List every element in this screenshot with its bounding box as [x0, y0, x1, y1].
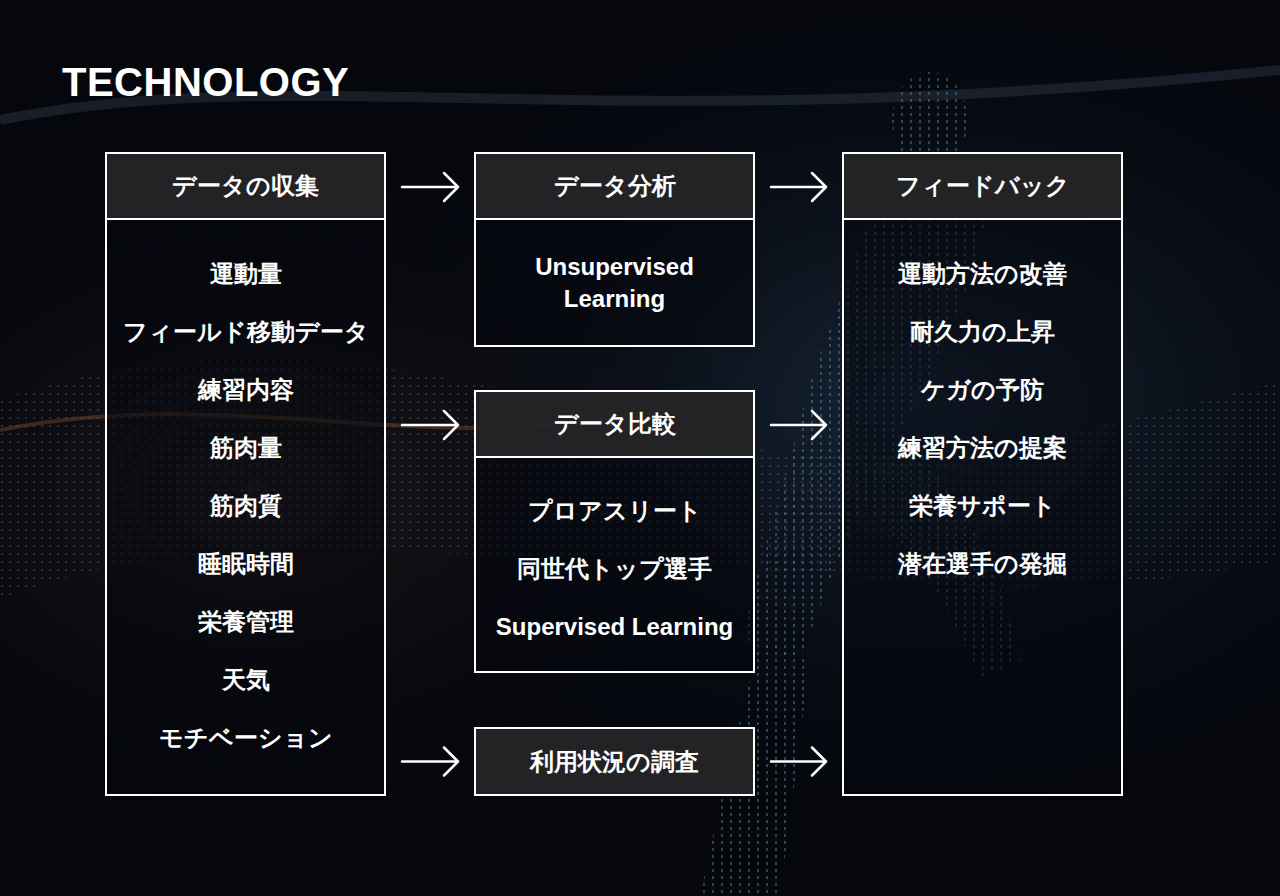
flow-arrow [402, 748, 458, 776]
box-body: 運動方法の改善耐久力の上昇ケガの予防練習方法の提案栄養サポート潜在選手の発掘 [844, 220, 1121, 794]
list-item: 栄養管理 [198, 593, 294, 651]
box-heading: データ比較 [476, 392, 753, 458]
flow-arrow [402, 411, 458, 439]
list-item: 練習方法の提案 [898, 419, 1067, 477]
process-box: データ比較プロアスリート同世代トップ選手Supervised Learning [474, 390, 755, 673]
box-body: プロアスリート同世代トップ選手Supervised Learning [476, 458, 753, 671]
list-item: 天気 [222, 651, 270, 709]
list-item: 運動量 [210, 245, 282, 303]
flow-arrow [771, 748, 826, 776]
flow-arrow [771, 173, 826, 201]
process-box: フィードバック運動方法の改善耐久力の上昇ケガの予防練習方法の提案栄養サポート潜在… [842, 152, 1123, 796]
list-item: ケガの予防 [921, 361, 1044, 419]
list-item: 栄養サポート [909, 477, 1056, 535]
list-item: 睡眠時間 [198, 535, 294, 593]
list-item: 筋肉量 [210, 419, 282, 477]
list-item: 同世代トップ選手 [517, 540, 712, 598]
list-item: 耐久力の上昇 [910, 303, 1055, 361]
list-item: Supervised Learning [496, 598, 733, 656]
list-item: 筋肉質 [210, 477, 282, 535]
diagram-title: TECHNOLOGY [62, 60, 349, 104]
process-box: 利用状況の調査 [474, 727, 755, 796]
flow-arrow [771, 411, 826, 439]
list-item: プロアスリート [528, 482, 702, 540]
box-heading: フィードバック [844, 154, 1121, 220]
list-item: 運動方法の改善 [898, 245, 1067, 303]
list-item: 潜在選手の発掘 [898, 535, 1067, 593]
list-item: モチベーション [159, 709, 333, 767]
process-box: データの収集運動量フィールド移動データ練習内容筋肉量筋肉質睡眠時間栄養管理天気モ… [105, 152, 386, 796]
list-item: Unsupervised Learning [482, 251, 747, 315]
box-heading: 利用状況の調査 [476, 729, 753, 794]
list-item: 練習内容 [198, 361, 294, 419]
box-heading: データの収集 [107, 154, 384, 220]
box-body: 運動量フィールド移動データ練習内容筋肉量筋肉質睡眠時間栄養管理天気モチベーション [107, 220, 384, 794]
flow-arrow [402, 173, 458, 201]
process-box: データ分析 Unsupervised Learning [474, 152, 755, 347]
box-body: Unsupervised Learning [476, 220, 753, 345]
box-heading: データ分析 [476, 154, 753, 220]
list-item: フィールド移動データ [123, 303, 369, 361]
